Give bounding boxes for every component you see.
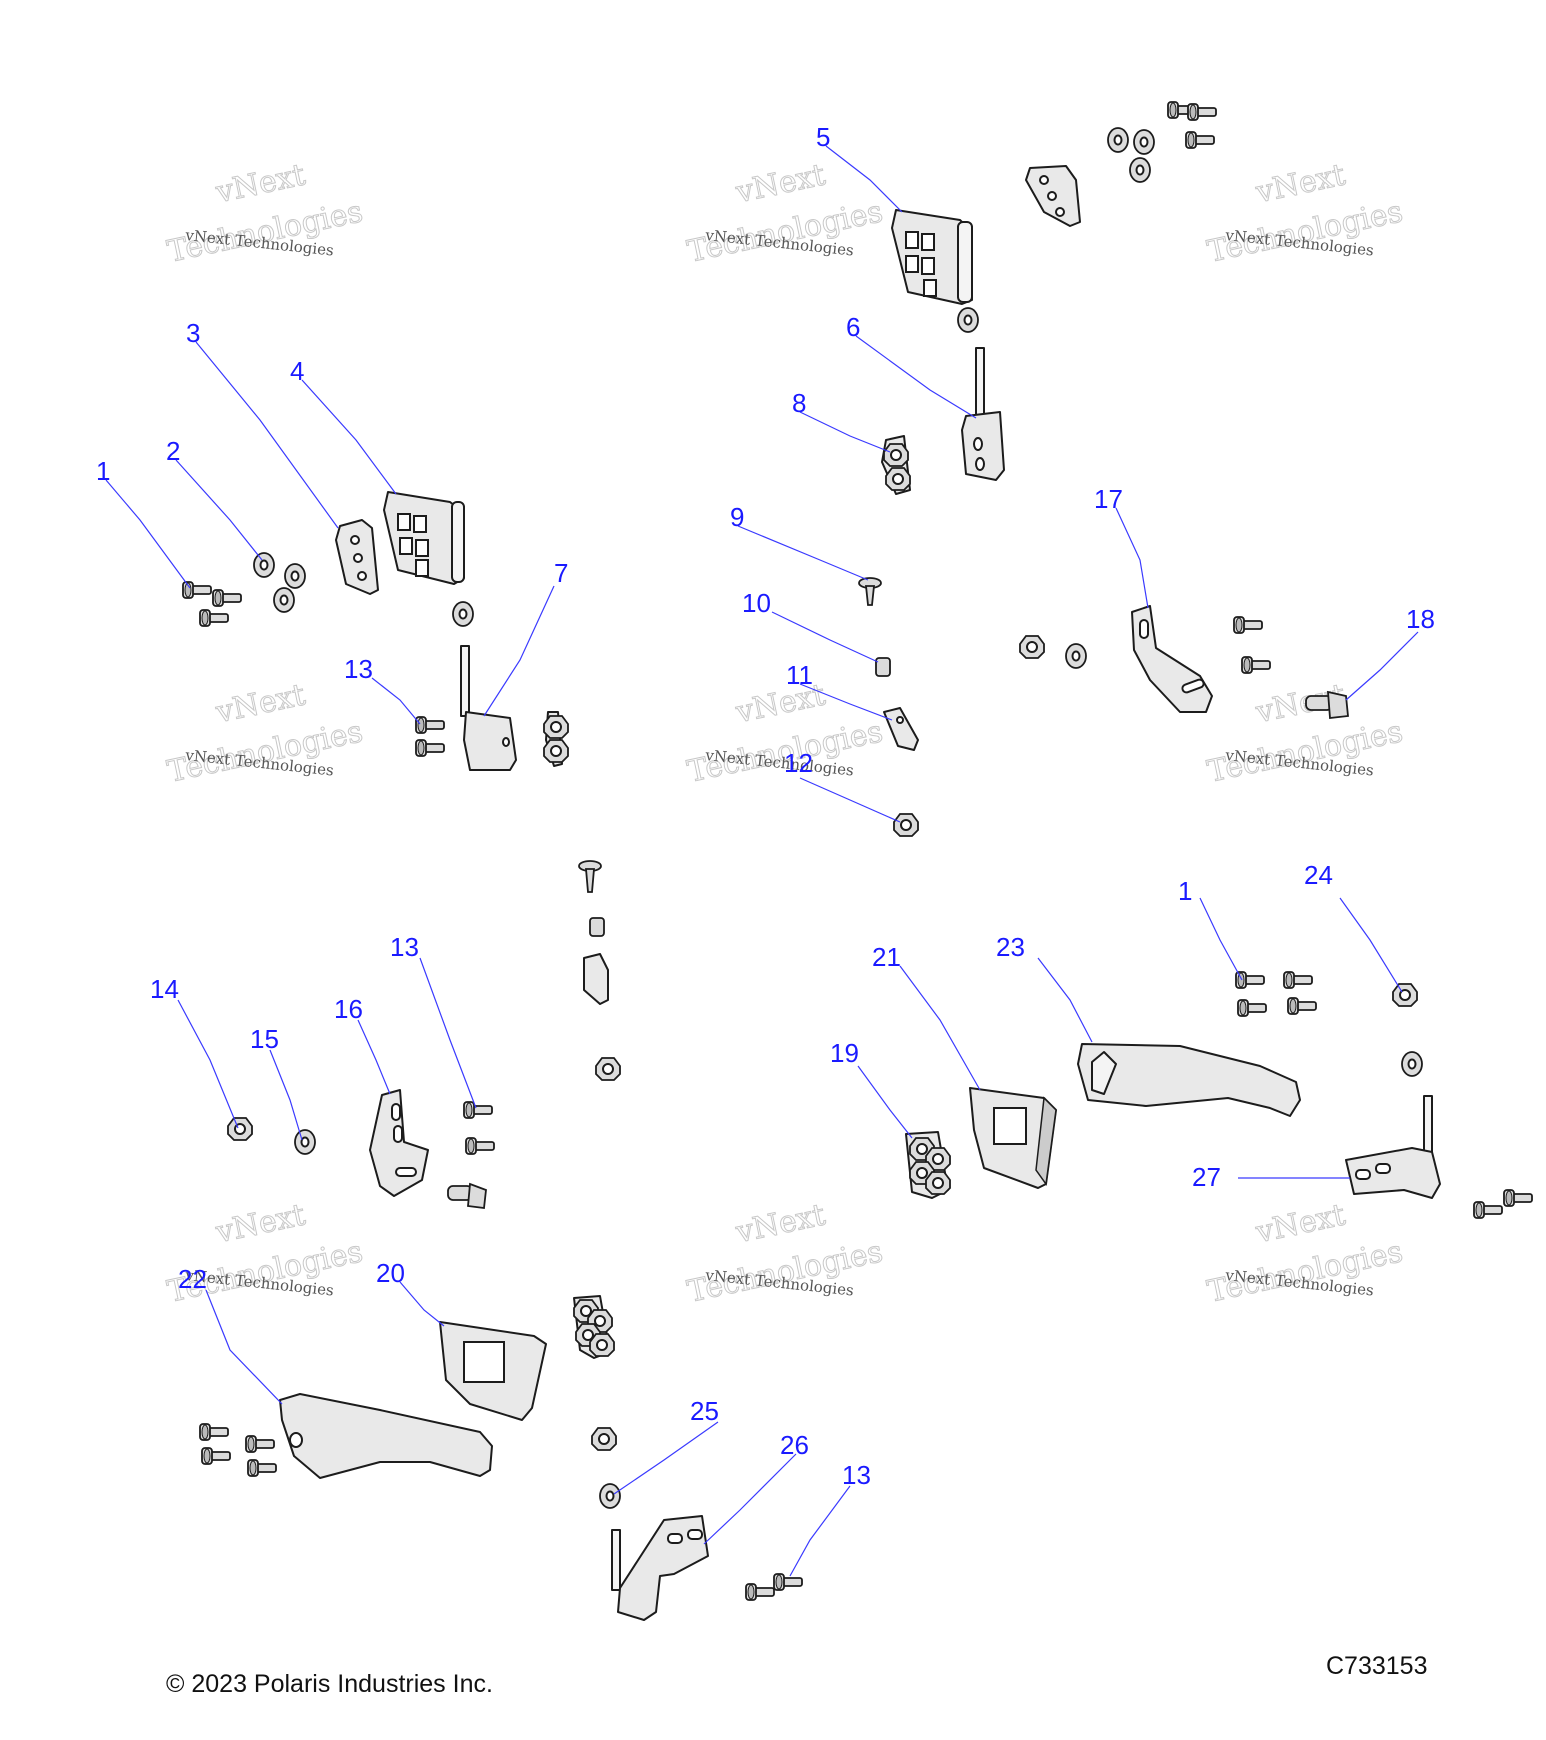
- callout-15: 15: [250, 1024, 279, 1054]
- callout-7: 7: [554, 558, 568, 588]
- callout-12: 12: [784, 748, 813, 778]
- part-group-upper-left: [182, 491, 569, 771]
- callout-3: 3: [186, 318, 200, 348]
- callout-14: 14: [150, 974, 179, 1004]
- callout-22: 22: [178, 1264, 207, 1294]
- bolt-icon: [745, 1573, 803, 1601]
- callout-labels: 1 2 3 4 5 6 7 8 9 10 11 12 13 17 18 14 1…: [96, 122, 1435, 1490]
- washer-icon: [253, 552, 306, 613]
- callout-6: 6: [846, 312, 860, 342]
- callout-18: 18: [1406, 604, 1435, 634]
- callout-21: 21: [872, 942, 901, 972]
- pin-icon: [1305, 690, 1349, 719]
- bolt-icon: [199, 1423, 277, 1477]
- part-group-lower-right: [905, 971, 1533, 1219]
- leader-lines: [105, 145, 1419, 1577]
- bolt-icon: [1233, 616, 1271, 674]
- hinge-pin-bracket: [611, 1515, 709, 1621]
- callout-4: 4: [290, 356, 304, 386]
- washer-icon: [294, 1129, 316, 1155]
- part-group-upper-right: [1019, 605, 1349, 719]
- svg-text:vNext: vNext: [212, 677, 308, 730]
- washer-icon: [599, 1483, 621, 1509]
- svg-text:vNext: vNext: [212, 157, 308, 210]
- nut-icon: [595, 1057, 621, 1081]
- bolt-icon: [463, 1101, 495, 1155]
- screw-icon: [578, 860, 602, 893]
- part-group-bottom: [199, 1295, 803, 1621]
- nut-plate: [905, 1131, 951, 1199]
- washer-icon: [1107, 127, 1155, 183]
- callout-20: 20: [376, 1258, 405, 1288]
- nut-plate: [881, 435, 911, 495]
- hinge-pin-bracket: [1345, 1095, 1441, 1199]
- svg-text:vNext: vNext: [732, 1197, 828, 1250]
- bumper-pad: [439, 1321, 547, 1421]
- washer-icon: [1065, 643, 1087, 669]
- hinge-arm: [1077, 1043, 1301, 1117]
- callout-19: 19: [830, 1038, 859, 1068]
- bolt-icon: [1473, 1189, 1533, 1219]
- callout-23: 23: [996, 932, 1025, 962]
- callout-13-c: 13: [842, 1460, 871, 1490]
- diagram-id: C733153: [1326, 1652, 1427, 1680]
- callout-16: 16: [334, 994, 363, 1024]
- callout-2: 2: [166, 436, 180, 466]
- part-group-upper-center: [858, 101, 1217, 837]
- washer-icon: [452, 601, 474, 627]
- nut-icon: [893, 813, 919, 837]
- callout-9: 9: [730, 502, 744, 532]
- callout-8: 8: [792, 388, 806, 418]
- svg-text:vNext: vNext: [212, 1197, 308, 1250]
- small-bracket: [883, 707, 919, 751]
- bolt-icon: [1235, 971, 1317, 1017]
- nut-icon: [1392, 983, 1418, 1007]
- callout-27: 27: [1192, 1162, 1221, 1192]
- watermark-group: vNext Technologies vNext Technologies vN…: [164, 157, 1406, 1310]
- pin-icon: [447, 1182, 487, 1210]
- callout-10: 10: [742, 588, 771, 618]
- hinge-pin-bracket: [460, 645, 517, 771]
- small-bracket: [583, 953, 609, 1005]
- callout-26: 26: [780, 1430, 809, 1460]
- callout-17: 17: [1094, 484, 1123, 514]
- bolt-icon: [415, 716, 445, 757]
- nut-icon: [227, 1117, 253, 1141]
- part-group-lower-left: [227, 860, 621, 1210]
- callout-1-b: 1: [1178, 876, 1192, 906]
- bolt-icon: [182, 581, 242, 627]
- callout-5: 5: [816, 122, 830, 152]
- copyright-text: © 2023 Polaris Industries Inc.: [166, 1670, 493, 1698]
- nut-plate: [573, 1295, 615, 1359]
- svg-text:vNext: vNext: [1252, 1197, 1348, 1250]
- nut-icon: [1019, 635, 1045, 659]
- spacer: [875, 657, 891, 677]
- hinge-pin-bracket: [961, 347, 1005, 481]
- callout-25: 25: [690, 1396, 719, 1426]
- callout-13: 13: [344, 654, 373, 684]
- callout-13-b: 13: [390, 932, 419, 962]
- slotted-bracket: [1131, 605, 1213, 713]
- svg-text:vNext: vNext: [1252, 157, 1348, 210]
- slotted-bracket: [369, 1089, 429, 1197]
- svg-text:vNext: vNext: [732, 157, 828, 210]
- spacer: [589, 917, 605, 937]
- screw-icon: [858, 577, 882, 606]
- washer-icon: [1401, 1051, 1423, 1077]
- nut-icon: [591, 1427, 617, 1451]
- callout-11: 11: [786, 660, 813, 690]
- bolt-icon: [1167, 101, 1217, 149]
- hinge-arm: [279, 1393, 493, 1479]
- svg-text:vNext: vNext: [732, 677, 828, 730]
- bumper-pad: [969, 1087, 1057, 1189]
- callout-24: 24: [1304, 860, 1333, 890]
- washer-icon: [957, 307, 979, 333]
- nut-plate: [543, 711, 569, 767]
- callout-1: 1: [96, 456, 110, 486]
